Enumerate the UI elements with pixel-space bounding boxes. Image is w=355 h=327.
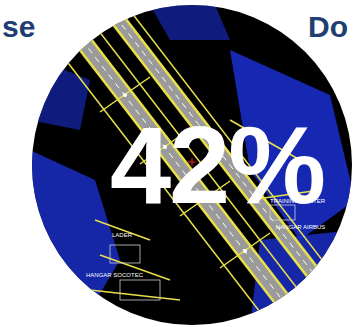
map-label: LADER	[112, 232, 132, 238]
percent-circle: 42%	[32, 5, 352, 325]
map-label: HANGAR AIRBUS	[276, 224, 325, 230]
map-label: HANGAR SOCOTEC	[86, 272, 143, 278]
map-drawing	[30, 0, 355, 327]
heading-fragment: Do	[308, 12, 348, 42]
map-label: TRAINING CENTER	[270, 198, 325, 204]
heading-fragment: se	[2, 12, 35, 42]
